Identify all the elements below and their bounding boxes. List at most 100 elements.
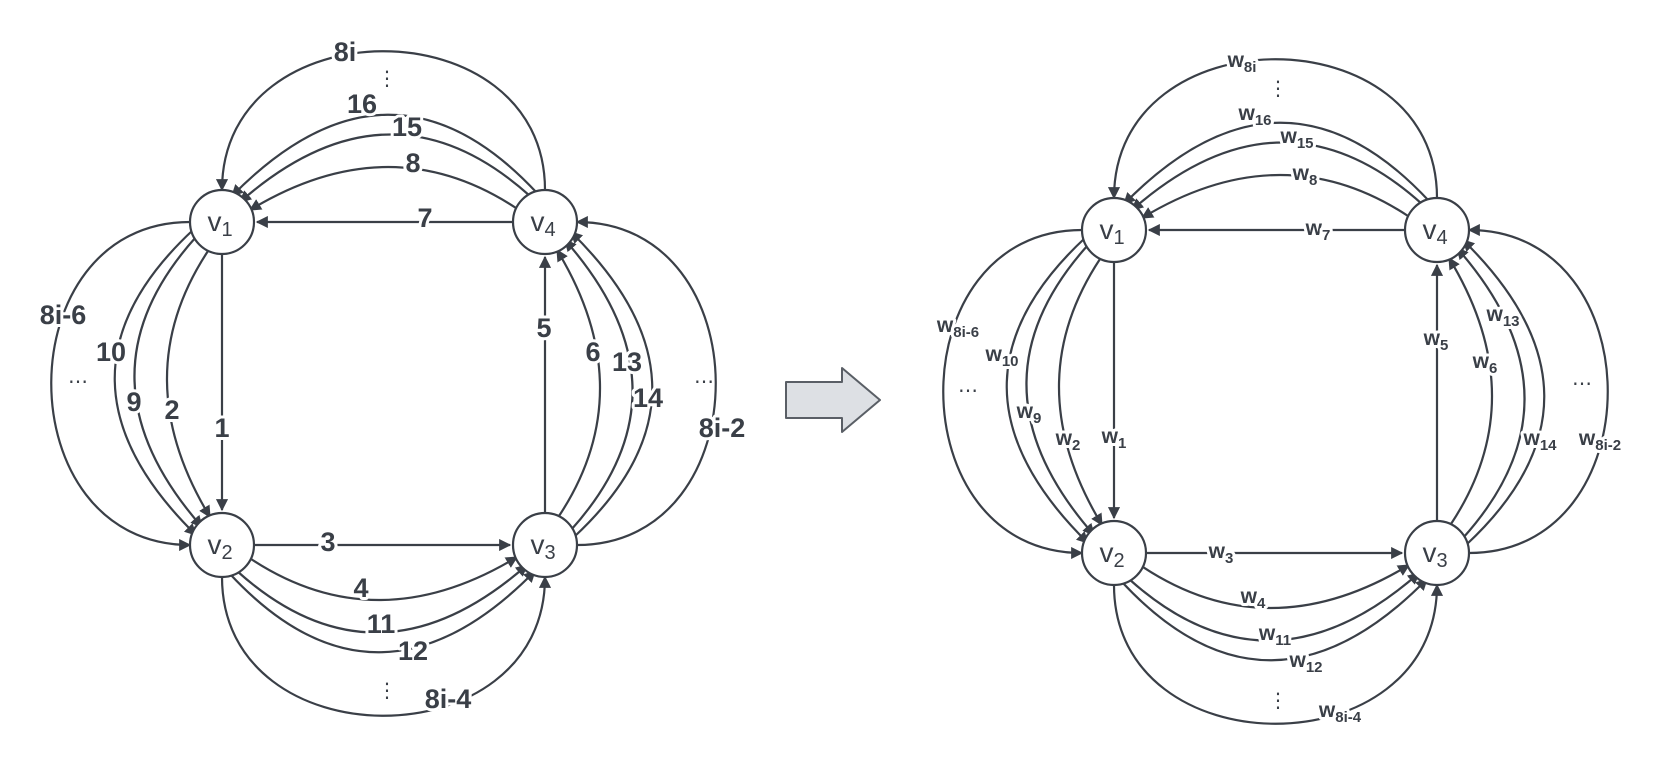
- edge-label: w3: [1208, 540, 1234, 567]
- node-label: v2: [1099, 537, 1124, 572]
- edge-label: w8: [1292, 162, 1318, 189]
- edge-label: 8i: [334, 37, 357, 67]
- edge-label: w5: [1423, 327, 1449, 354]
- node-v1: v1: [1080, 196, 1148, 264]
- edge-label-base: w: [936, 314, 954, 337]
- node-label-subscript: 1: [1113, 227, 1124, 249]
- edge-label-base: w: [1305, 217, 1323, 240]
- edge-label-subscript: 15: [1297, 135, 1314, 152]
- edge-label-subscript: 12: [1306, 659, 1323, 676]
- edge-label-base: w: [1237, 102, 1255, 125]
- edge-bottom-3: [1121, 578, 1428, 662]
- edge-label-subscript: 1: [1118, 435, 1126, 452]
- edge-bottom-3: [229, 570, 536, 654]
- edge-label-subscript: 16: [1255, 112, 1272, 129]
- edge-bottom-2: [1128, 572, 1420, 642]
- edge-right-1: [1448, 256, 1494, 525]
- edge-label: 1: [214, 413, 229, 443]
- edge-label-subscript: 10: [1002, 353, 1019, 370]
- edge-label: 3: [320, 527, 335, 557]
- edge-label: w4: [1240, 585, 1266, 612]
- vertical-ellipsis: ⋮: [1268, 76, 1288, 100]
- edge-label-subscript: 8i-4: [1335, 709, 1362, 726]
- node-circle: [511, 511, 579, 579]
- edge-top-4: [1107, 58, 1439, 200]
- edge-left-2: [133, 236, 203, 528]
- node-label-subscript: 3: [1436, 550, 1447, 572]
- edge-label-base: w: [1485, 303, 1503, 326]
- edge-label: w11: [1258, 622, 1291, 649]
- edge-left-2: [1025, 244, 1095, 536]
- transform-arrow-icon: [785, 367, 881, 433]
- edge-label: w14: [1522, 427, 1557, 454]
- node-v2: v2: [1080, 519, 1148, 587]
- edge-label: 2: [164, 395, 179, 425]
- edge-label-subscript: 3: [1225, 550, 1233, 567]
- edge-label-base: w: [1522, 427, 1540, 450]
- node-label: v2: [207, 529, 232, 564]
- edge-label: 8i-2: [699, 413, 746, 443]
- edge-label: w2: [1055, 427, 1081, 454]
- edge-bottom-1: [1142, 564, 1411, 610]
- edge-label: 8i-6: [40, 300, 87, 330]
- edge-right-4: [575, 215, 717, 547]
- edge-right-3: [1462, 239, 1546, 546]
- edge-label: w1: [1101, 425, 1127, 452]
- horizontal-ellipsis: …: [68, 364, 88, 388]
- edge-right-1: [556, 248, 602, 517]
- node-label: v4: [530, 206, 555, 241]
- node-label: v3: [530, 529, 555, 564]
- node-circle: [1080, 196, 1148, 264]
- edge-label-subscript: 2: [1072, 437, 1080, 454]
- vertical-ellipsis: ⋮: [1268, 688, 1288, 712]
- edge-bottom-1: [250, 556, 519, 602]
- edge-label-subscript: 11: [1275, 632, 1291, 649]
- edge-label: w6: [1472, 350, 1498, 377]
- node-label-subscript: 2: [221, 542, 232, 564]
- node-circle: [188, 188, 256, 256]
- edge-label-base: w: [1423, 327, 1441, 350]
- node-circle: [1403, 196, 1471, 264]
- edge-label: 5: [536, 313, 551, 343]
- node-label-base: v: [207, 206, 221, 237]
- edge-label-base: w: [1578, 427, 1596, 450]
- node-v3: v3: [1403, 519, 1471, 587]
- edge-label-base: w: [984, 343, 1002, 366]
- edge-left-4: [942, 228, 1084, 560]
- edge-label-subscript: 13: [1503, 313, 1520, 330]
- edge-label: 4: [353, 573, 368, 603]
- edge-label-subscript: 7: [1322, 227, 1330, 244]
- edge-label: w9: [1016, 400, 1042, 427]
- edge-right-3: [570, 231, 654, 538]
- edge-label-base: w: [1472, 350, 1490, 373]
- edge-label: 15: [392, 112, 422, 142]
- node-label-subscript: 4: [1436, 227, 1447, 249]
- edge-label-subscript: 6: [1489, 360, 1497, 377]
- vertical-ellipsis: ⋮: [377, 66, 397, 90]
- edge-label-subscript: 4: [1257, 595, 1266, 612]
- node-label: v1: [1099, 214, 1124, 249]
- edge-label: 14: [633, 383, 663, 413]
- edge-right-4: [1467, 223, 1609, 555]
- edge-label: w8i-2: [1578, 427, 1621, 454]
- edge-label-base: w: [1318, 699, 1336, 722]
- node-label-base: v: [530, 529, 544, 560]
- node-circle: [1080, 519, 1148, 587]
- node-label: v3: [1422, 537, 1447, 572]
- edge-label: w15: [1279, 125, 1313, 152]
- edge-label: 13: [612, 347, 642, 377]
- edge-label: 16: [347, 89, 377, 119]
- edge-label-base: w: [1016, 400, 1034, 423]
- node-v4: v4: [511, 188, 579, 256]
- horizontal-ellipsis: …: [694, 364, 714, 388]
- edge-label: 12: [398, 636, 428, 666]
- node-circle: [1403, 519, 1471, 587]
- edge-label-base: w: [1227, 49, 1245, 72]
- edge-label: w13: [1485, 303, 1519, 330]
- node-label-base: v: [530, 206, 544, 237]
- edge-label: 8i-4: [425, 684, 472, 714]
- node-label-base: v: [207, 529, 221, 560]
- edge-left-1: [1057, 258, 1103, 527]
